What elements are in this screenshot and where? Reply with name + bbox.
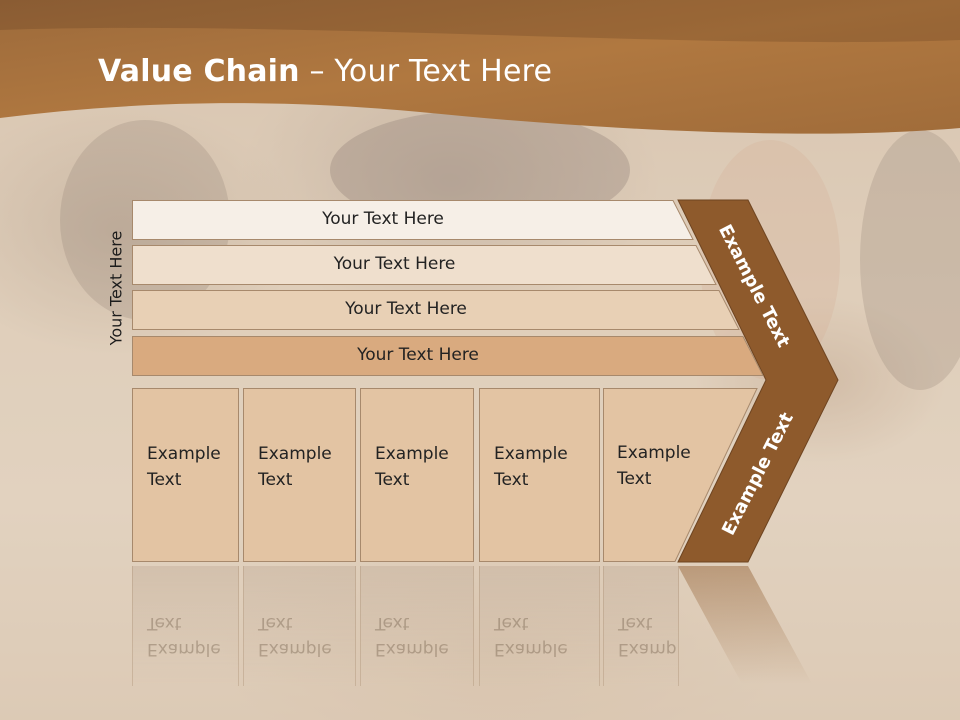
- reflection-text: Example Text: [147, 613, 221, 659]
- bar-2-shape: [132, 245, 717, 285]
- column-5-label: Example Text: [617, 440, 691, 492]
- column-4-label: Example Text: [494, 441, 568, 493]
- side-label: Your Text Here: [106, 230, 126, 346]
- col-word: Example Text: [258, 444, 332, 490]
- column-2-label: Example Text: [258, 441, 332, 493]
- column-5-shape: [603, 388, 758, 562]
- reflection-text: Example Text: [494, 613, 568, 659]
- bar-2-label: Your Text Here: [333, 254, 456, 274]
- chevron-arrow: [677, 199, 839, 563]
- bar-3-shape: [132, 290, 740, 330]
- header-band: Value Chain – Your Text Here: [0, 0, 960, 140]
- column-2: Example Text: [243, 388, 356, 562]
- column-4-reflection: Example Text: [479, 566, 600, 686]
- column-3-label: Example Text: [375, 441, 449, 493]
- reflection-text: Example Text: [618, 613, 678, 659]
- title-bold: Value Chain: [98, 54, 300, 89]
- column-3-reflection: Example Text: [360, 566, 474, 686]
- bar-3: Your Text Here: [132, 290, 740, 330]
- bar-1: Your Text Here: [132, 200, 694, 240]
- col-word: Example Text: [147, 444, 221, 490]
- bar-4: Your Text Here: [132, 336, 764, 376]
- reflection-text: Example Text: [258, 613, 332, 659]
- slide-title: Value Chain – Your Text Here: [98, 54, 552, 89]
- column-1-label: Example Text: [147, 441, 221, 493]
- bar-4-label: Your Text Here: [357, 345, 479, 365]
- col-word: Example Text: [617, 443, 691, 489]
- col-word: Example Text: [494, 444, 568, 490]
- bar-3-label: Your Text Here: [345, 299, 467, 319]
- column-2-reflection: Example Text: [243, 566, 356, 686]
- bg-shape: [860, 130, 960, 390]
- reflection-text: Example Text: [375, 613, 449, 659]
- column-5-reflection: Example Text: [603, 566, 679, 686]
- bar-4-shape: [132, 336, 764, 376]
- column-1: Example Text: [132, 388, 239, 562]
- header-wave: [0, 0, 960, 134]
- title-rest: – Your Text Here: [299, 54, 553, 89]
- bar-1-label: Your Text Here: [322, 209, 444, 229]
- column-5: Example Text: [603, 388, 703, 562]
- column-3: Example Text: [360, 388, 474, 562]
- chevron-reflection: [678, 566, 812, 684]
- column-4: Example Text: [479, 388, 600, 562]
- column-1-reflection: Example Text: [132, 566, 239, 686]
- col-word: Example Text: [375, 444, 449, 490]
- bar-1-shape: [132, 200, 694, 240]
- bar-2: Your Text Here: [132, 245, 717, 285]
